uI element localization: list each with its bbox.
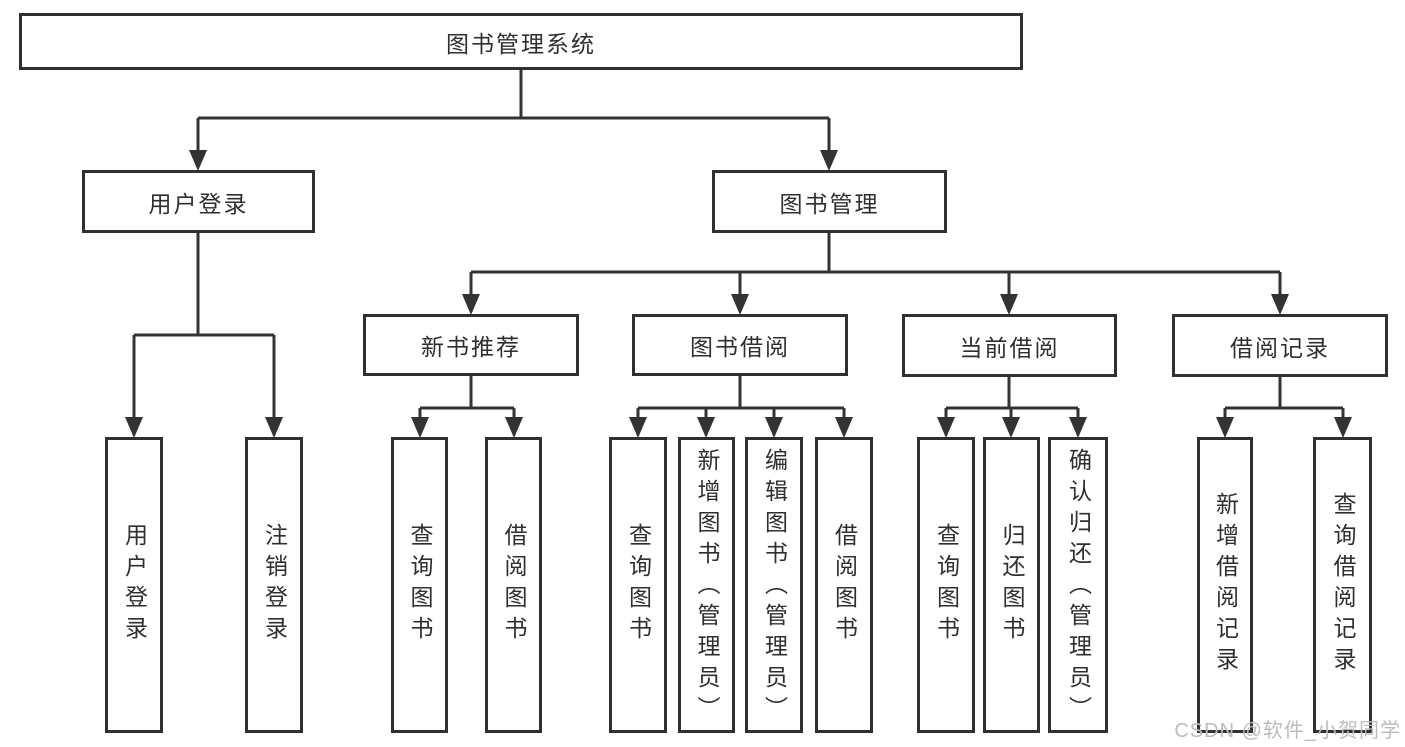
leaf-bb-query-books: 查询图书 <box>609 437 667 733</box>
leaf-nb-query-books: 查询图书 <box>391 437 448 733</box>
leaf-nb-borrow-books: 借阅图书 <box>485 437 542 733</box>
leaf-logout: 注销登录 <box>245 437 303 733</box>
leaf-cb-return-books: 归还图书 <box>983 437 1040 733</box>
leaf-br-query-borrow-record: 查询借阅记录 <box>1313 437 1372 733</box>
node-new-book-recommend: 新书推荐 <box>363 314 579 376</box>
csdn-watermark: CSDN @软件_小贺同学 <box>1174 720 1401 742</box>
leaf-bb-add-books-admin: 新增图书（管理员） <box>678 437 735 733</box>
node-borrow-records: 借阅记录 <box>1172 314 1388 377</box>
leaf-user-login: 用户登录 <box>105 437 163 733</box>
leaf-br-add-borrow-record: 新增借阅记录 <box>1197 437 1253 733</box>
node-book-management: 图书管理 <box>712 170 947 233</box>
leaf-bb-borrow-books: 借阅图书 <box>815 437 873 733</box>
leaf-cb-confirm-return-admin: 确认归还（管理员） <box>1048 437 1108 733</box>
node-root-library-system: 图书管理系统 <box>19 13 1023 70</box>
node-user-login: 用户登录 <box>82 170 315 233</box>
leaf-bb-edit-books-admin: 编辑图书（管理员） <box>745 437 803 733</box>
node-book-borrow: 图书借阅 <box>632 314 848 376</box>
leaf-cb-query-books: 查询图书 <box>917 437 975 733</box>
node-current-borrow: 当前借阅 <box>902 314 1117 377</box>
